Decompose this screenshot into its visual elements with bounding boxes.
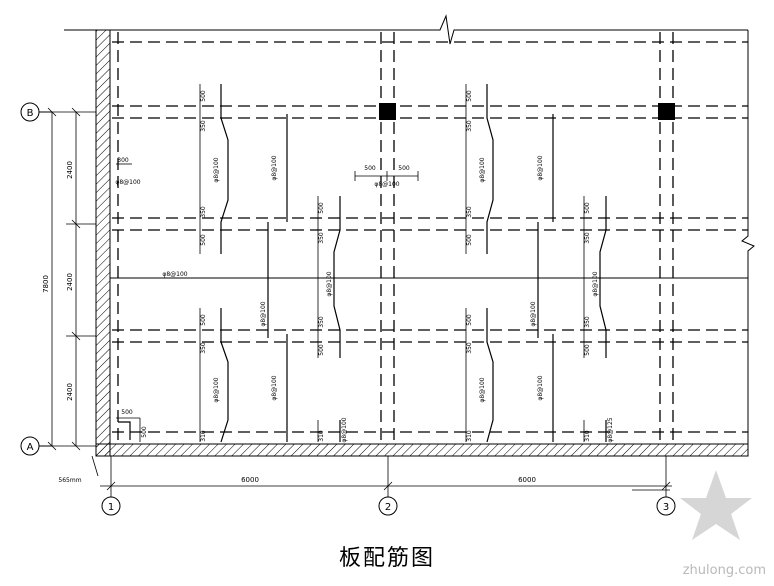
dim-500: 500: [466, 234, 473, 246]
axis-label-a: A: [27, 442, 34, 453]
dim-500: 500: [200, 234, 207, 246]
rebar-bent-bars: [118, 84, 607, 443]
dim-310: 310: [466, 430, 473, 442]
dim-500: 500: [121, 409, 133, 416]
drawing-title: 板配筋图: [338, 546, 435, 571]
dim-350: 350: [466, 120, 473, 132]
rebar-label: φ8@125: [607, 417, 614, 442]
dim-row-1: 2400: [66, 161, 74, 179]
dim-350: 350: [466, 206, 473, 218]
dim-500: 500: [318, 344, 325, 356]
dim-350: 350: [318, 232, 325, 244]
axis-label-1: 1: [108, 502, 114, 513]
rebar-label: φ8@100: [115, 179, 140, 186]
watermark-text: zhulong.com: [682, 563, 766, 578]
bar-dimension-ticks: [116, 84, 585, 442]
dim-350: 350: [584, 316, 591, 328]
rebar-label: φ8@100: [260, 301, 267, 326]
rebar-label: φ8@100: [374, 181, 399, 188]
dim-row-3: 2400: [66, 383, 74, 401]
dim-500: 500: [398, 165, 410, 172]
dim-500: 500: [364, 165, 376, 172]
bottom-dimension-chain: [91, 455, 672, 500]
columns: [379, 103, 675, 120]
dim-350: 350: [200, 120, 207, 132]
axis-label-2: 2: [385, 502, 391, 513]
rebar-label: φ8@100: [213, 377, 220, 402]
dim-span-2-3: 6000: [518, 476, 536, 484]
dim-500: 500: [584, 344, 591, 356]
dim-500: 500: [200, 314, 207, 326]
beam-dashed-horizontal: [112, 41, 748, 433]
rebar-label: φ8@100: [341, 417, 348, 442]
rebar-label: φ8@100: [592, 271, 599, 296]
rebar-label: φ8@100: [479, 157, 486, 182]
rebar-label: φ8@100: [537, 155, 544, 180]
rebar-label: φ8@100: [271, 155, 278, 180]
watermark-logo-icon: [680, 470, 752, 540]
dim-300: 300: [117, 157, 129, 164]
dim-500: 500: [466, 314, 473, 326]
dim-310: 310: [200, 430, 207, 442]
left-dimension-chain: [40, 107, 96, 451]
dim-row-2: 2400: [66, 273, 74, 291]
wall-hatching: [95, 29, 749, 457]
dim-wall-note: 565mm: [58, 477, 81, 484]
rebar-label: φ8@100: [326, 271, 333, 296]
dim-350: 350: [200, 342, 207, 354]
rebar-label: φ8@100: [530, 301, 537, 326]
dim-total-height: 7800: [42, 275, 50, 293]
top-boundary: [64, 14, 755, 444]
dim-span-1-2: 6000: [241, 476, 259, 484]
dim-500: 500: [318, 202, 325, 214]
dim-350: 350: [200, 206, 207, 218]
dim-350: 350: [318, 316, 325, 328]
rebar-label: φ8@100: [271, 375, 278, 400]
axis-label-3: 3: [663, 502, 669, 513]
dim-350: 350: [584, 232, 591, 244]
dim-310: 310: [584, 430, 591, 442]
dim-310: 310: [318, 430, 325, 442]
axis-label-b: B: [27, 108, 34, 119]
dim-500: 500: [584, 202, 591, 214]
dim-500: 500: [141, 426, 148, 438]
dim-350: 350: [466, 342, 473, 354]
rebar-label: φ8@100: [162, 271, 187, 278]
rebar-label: φ8@100: [479, 377, 486, 402]
dim-500: 500: [466, 90, 473, 102]
axis-bubbles: [20, 102, 676, 516]
rebar-label: φ8@100: [213, 157, 220, 182]
dim-500: 500: [200, 90, 207, 102]
beam-dashed-vertical: [117, 32, 674, 442]
rebar-label: φ8@100: [537, 375, 544, 400]
